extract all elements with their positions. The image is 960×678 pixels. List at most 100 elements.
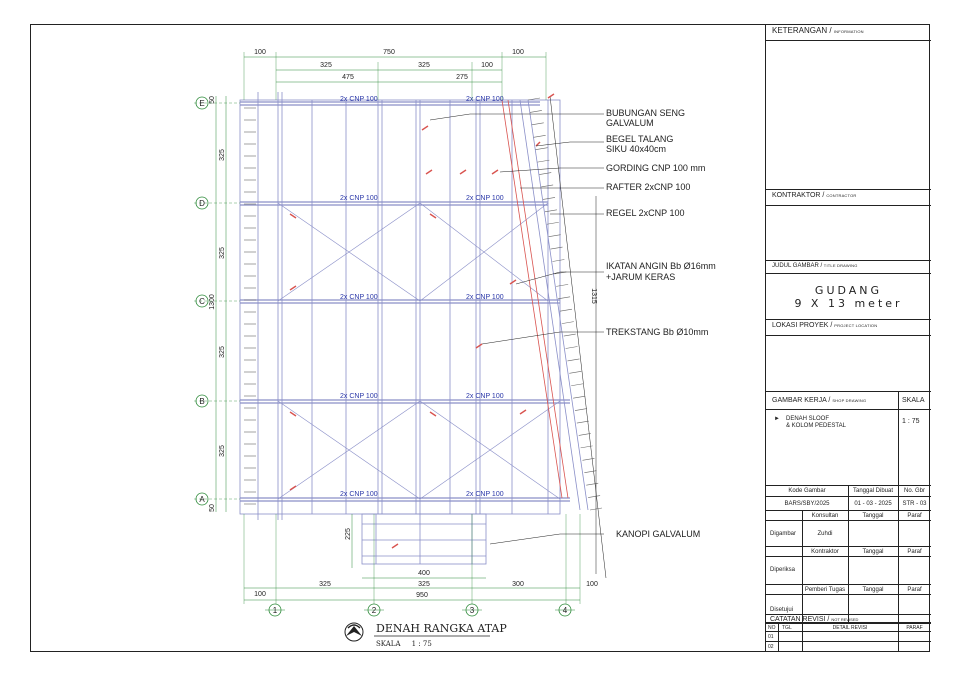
drawing-title-block: DENAH RANGKA ATAP SKALA 1 : 75 (344, 622, 507, 648)
gutter-bracket-tick (546, 221, 559, 225)
grid-row-label: D (199, 199, 205, 208)
item-line1: DENAH SLOOF (786, 416, 830, 422)
digambar-name: Zuhdi (817, 531, 833, 537)
extension-lines (243, 52, 581, 604)
dim-side-bay-2: 325 (219, 247, 226, 259)
tanggal-label: Tanggal (862, 549, 884, 555)
rev-paraf-label: PARAF (906, 625, 923, 631)
kode-header-row: Kode Gambar Tanggal Dibuat No. Gbr (766, 486, 931, 497)
dim-bottom-left-overhang: 100 (254, 591, 266, 598)
dim-top-bay-1: 325 (320, 62, 332, 69)
gutter-bracket-tick (563, 333, 576, 337)
canopy (361, 513, 487, 565)
judul-label: JUDUL GAMBAR / (772, 263, 823, 269)
digambar-row: Digambar Zuhdi (766, 521, 931, 547)
beam-label: 2x CNP 100 (466, 393, 504, 400)
callout-trekstang: TREKSTANG Bb Ø10mm (606, 327, 708, 337)
dim-top-total: 750 (383, 49, 395, 56)
keterangan-section: KETERANGAN / INFORMATION (766, 24, 931, 190)
gutter-bracket-tick (533, 134, 546, 138)
gutter-bracket-tick (558, 296, 571, 300)
kontraktor2-label: Kontraktor (811, 549, 839, 555)
keterangan-en: INFORMATION (833, 29, 864, 34)
revisi-row-2: 02 (766, 642, 931, 652)
dim-side-bay-4: 325 (219, 445, 226, 457)
beam-label: 2x CNP 100 (340, 393, 378, 400)
gutter-bracket-tick (582, 458, 595, 461)
konsultan-label: Konsultan (811, 513, 839, 519)
beam-labels: 2x CNP 100 2x CNP 100 2x CNP 100 2x CNP … (340, 96, 504, 498)
gutter-bracket-tick (544, 209, 557, 213)
gutter-bracket-tick (573, 395, 586, 399)
digambar-label: Digambar (770, 531, 797, 537)
grid-row-D: D (194, 196, 240, 210)
dim-side-bay-3: 325 (219, 346, 226, 358)
grid-row-label: B (199, 397, 204, 406)
kontraktor2-header: Kontraktor Tanggal Paraf (766, 547, 931, 557)
beam-label: 2x CNP 100 (466, 491, 504, 498)
dim-top-sub-2: 275 (456, 74, 468, 81)
rev-detail-label: DETAIL REVISI (832, 625, 868, 631)
beam-label: 2x CNP 100 (340, 491, 378, 498)
gutter-bracket-tick (529, 110, 542, 113)
rev-row-no: 02 (768, 644, 774, 650)
gutter-bracket-tick (576, 420, 589, 424)
rafter-beams (240, 101, 570, 502)
rev-tgl-label: TGL (782, 625, 792, 631)
lokasi-label: LOKASI PROYEK / (772, 322, 833, 329)
dim-bottom-total: 950 (416, 592, 428, 599)
kode-gambar-label: Kode Gambar (788, 488, 826, 494)
grid-row-label: E (199, 99, 204, 108)
dim-top-right-overhang: 100 (512, 49, 524, 56)
grid-col-label: 2 (372, 606, 377, 615)
title-section: GUDANG 9 X 13 meter (766, 274, 931, 320)
kontraktor-header: KONTRAKTOR / CONTRACTOR (766, 190, 931, 206)
callout-ikatan-2: +JARUM KERAS (606, 272, 675, 282)
item-line2: & KOLOM PEDESTAL (786, 423, 846, 429)
gutter-bracket-tick (531, 122, 544, 126)
keterangan-label: KETERANGAN / (772, 26, 832, 35)
grid-col-2: 2 (364, 603, 384, 617)
gutter-bracket-tick (548, 234, 561, 237)
member-markers (289, 93, 555, 549)
kontraktor-en: CONTRACTOR (826, 193, 857, 198)
paraf-label: Paraf (907, 513, 922, 519)
grid-col-3: 3 (462, 603, 482, 617)
dim-top-bay-3: 100 (481, 62, 493, 69)
kode-value-row: BARS/SBY/2025 01 - 03 - 2025 STR - 03 (766, 497, 931, 511)
grid-row-markers: E D C B A (194, 96, 240, 506)
gutter-bracket-tick (574, 408, 588, 411)
dim-bottom-bay-1: 325 (319, 581, 331, 588)
drawing-scale: SKALA 1 : 75 (376, 640, 432, 648)
project-title-line1: GUDANG (814, 284, 883, 297)
gambar-kerja-body: ► DENAH SLOOF & KOLOM PEDESTAL 1 : 75 (766, 410, 931, 486)
gutter-bracket-tick (578, 433, 591, 436)
gutter-bracket-tick (569, 371, 582, 374)
grid-col-1: 1 (265, 603, 285, 617)
tanggal-label: Tanggal (862, 587, 884, 593)
callout-texts: BUBUNGAN SENG GALVALUM BEGEL TALANG SIKU… (606, 108, 716, 539)
gambar-kerja-en: SHOP DRAWING (832, 398, 867, 403)
tanggal-label: Tanggal (862, 513, 884, 519)
revisi-row-1: 01 (766, 632, 931, 642)
kontraktor-label: KONTRAKTOR / (772, 192, 825, 199)
callout-bubungan-2: GALVALUM (606, 118, 654, 128)
dim-top-sub-1: 475 (342, 74, 354, 81)
gambar-kerja-label: GAMBAR KERJA / (772, 397, 831, 404)
grid-row-B: B (194, 394, 240, 408)
gutter-bracket-tick (588, 495, 601, 498)
dim-bottom-bay-2: 325 (418, 581, 430, 588)
wind-bracing (277, 202, 561, 500)
disetujui-label: Disetujui (770, 607, 794, 613)
gutter-bracket-tick (556, 284, 569, 287)
sloped-gutter-edge (501, 95, 607, 579)
grid-col-label: 4 (563, 606, 568, 615)
gutter-bracket-tick (586, 482, 599, 486)
catatan-header: CATATAN REVISI / NOT REVISED (766, 614, 931, 624)
gutter-bracket-tick (537, 159, 550, 163)
dim-canopy-width: 400 (418, 570, 430, 577)
rev-no-label: NO (768, 625, 776, 631)
gutter-bracket-tick (527, 97, 541, 101)
tanggal-dibuat-label: Tanggal Dibuat (852, 488, 894, 494)
dim-side-50-bottom: 50 (209, 504, 216, 512)
